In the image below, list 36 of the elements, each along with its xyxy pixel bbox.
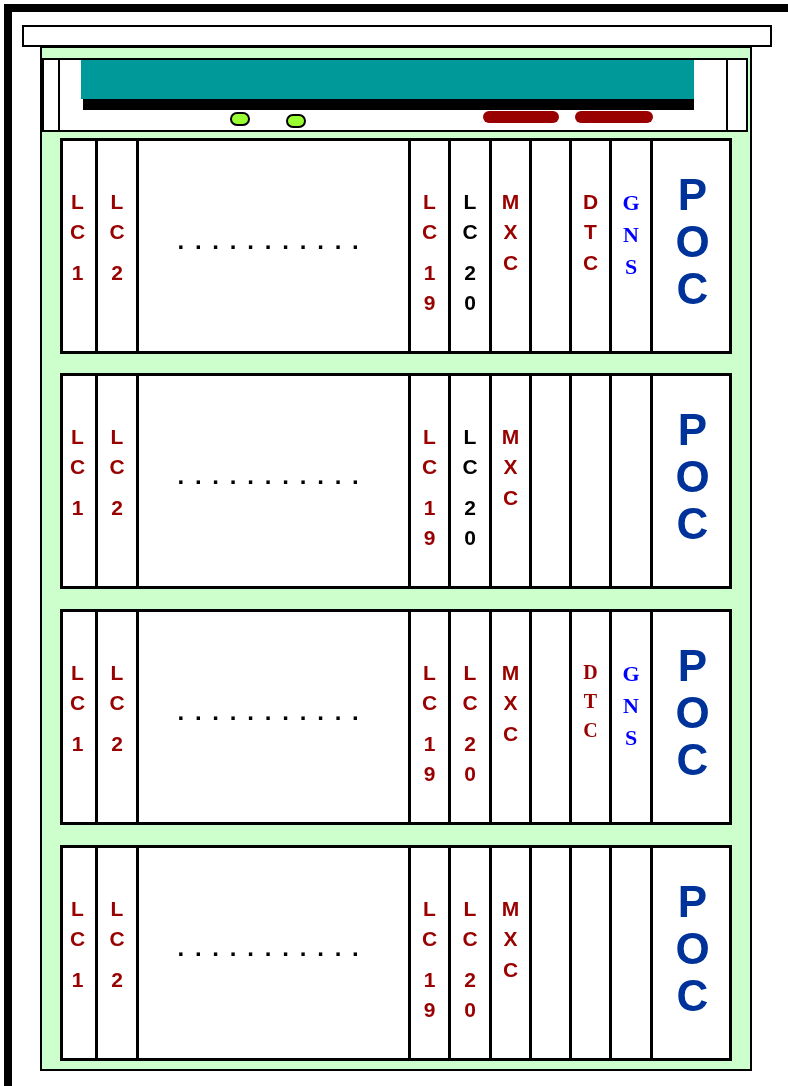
ellipsis-text: ........... xyxy=(177,461,370,491)
card-label: LC 19 xyxy=(420,424,439,552)
card-label: LC 19 xyxy=(420,189,439,317)
card-label: LC 20 xyxy=(461,896,479,1024)
card-label: POC xyxy=(674,406,711,548)
card-label: LC 20 xyxy=(461,660,479,788)
ellipsis-text: ........... xyxy=(177,933,370,963)
ellipsis-text: ........... xyxy=(177,697,370,727)
card-label: LC 19 xyxy=(420,896,439,1024)
card-label: LC 19 xyxy=(420,660,439,788)
card-label: DTC xyxy=(582,660,599,743)
card-label: LC 1 xyxy=(68,896,87,993)
card-label: DTC xyxy=(581,189,600,276)
card-label: LC 2 xyxy=(108,660,126,757)
card-shelf xyxy=(60,609,732,825)
card-label: LC 20 xyxy=(461,189,479,317)
card-label: POC xyxy=(674,878,711,1020)
card-label: MXC xyxy=(500,660,521,747)
card-label: GNS xyxy=(621,660,641,752)
card-shelf xyxy=(60,845,732,1061)
card-label: LC 1 xyxy=(68,189,87,286)
card-label: LC 2 xyxy=(108,189,126,286)
card-label: POC xyxy=(674,642,711,784)
card-shelf xyxy=(60,138,732,354)
card-label: LC 2 xyxy=(108,896,126,993)
card-label: LC 20 xyxy=(461,424,479,552)
card-shelf xyxy=(60,373,732,589)
card-label: MXC xyxy=(500,896,521,983)
card-label: MXC xyxy=(500,424,521,511)
card-label: MXC xyxy=(500,189,521,276)
card-label: LC 1 xyxy=(68,424,87,521)
card-label: GNS xyxy=(621,189,641,281)
card-label: LC 2 xyxy=(108,424,126,521)
ellipsis-text: ........... xyxy=(177,226,370,256)
card-label: POC xyxy=(674,171,711,313)
card-label: LC 1 xyxy=(68,660,87,757)
